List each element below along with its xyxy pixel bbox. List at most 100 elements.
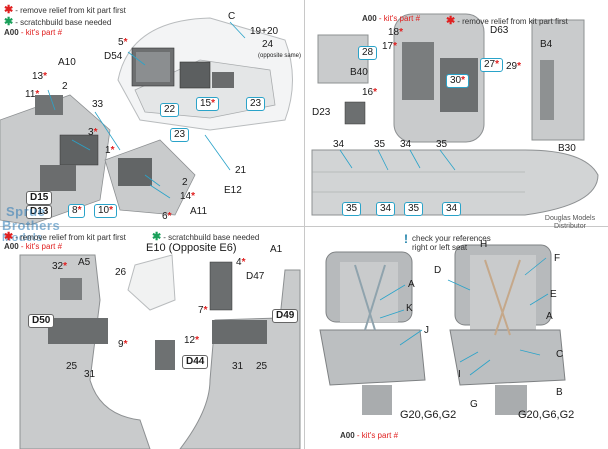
legend-kit-part-br: A00 - kit's part #	[340, 431, 399, 440]
bl-d47-strip	[209, 261, 233, 311]
label-f: F	[554, 253, 561, 264]
tr-rear-bulkhead	[317, 13, 585, 143]
label-g20-right: G20,G6,G2	[518, 409, 575, 421]
box-d50: D50	[28, 314, 55, 328]
green-star-icon: ✱	[4, 16, 14, 28]
label-34a: 34	[333, 139, 345, 150]
seat-note: check your references right or left seat	[412, 234, 491, 252]
box-22: 22	[160, 103, 180, 117]
label-k: K	[406, 303, 413, 314]
bl-left-wall	[19, 254, 151, 449]
label-d: D	[434, 265, 442, 276]
vertical-divider	[304, 0, 305, 449]
br-seat-right	[449, 244, 566, 415]
tr-leader-lines	[339, 149, 456, 171]
label-2b: 2	[182, 177, 188, 188]
label-c-br: C	[556, 349, 564, 360]
label-33: 33	[92, 99, 104, 110]
label-26: 26	[115, 267, 127, 278]
tl-leader-lines	[47, 21, 246, 199]
label-e10: E10 (Opposite E6)	[146, 242, 237, 254]
label-opposite-same: (opposite same)	[258, 53, 302, 59]
label-b: B	[556, 387, 563, 398]
label-a-right: A	[546, 311, 553, 322]
legend-scratchbuild: ✱- scratchbuild base needed	[4, 16, 112, 28]
label-5: 5*	[118, 37, 128, 48]
box-23a: 23	[246, 97, 266, 111]
bl-right-wall	[155, 269, 301, 449]
legend-kit-part-tl: A00 - kit's part #	[4, 28, 63, 37]
label-c-tl: C	[228, 11, 236, 22]
distributor-logo: Douglas Models Distributor	[544, 215, 596, 230]
label-a1: A1	[270, 244, 283, 255]
label-14: 14*	[180, 191, 196, 202]
label-31a: 31	[84, 369, 96, 380]
label-d54: D54	[104, 51, 123, 62]
label-35b: 35	[436, 139, 448, 150]
box-34c: 34	[376, 202, 396, 216]
box-10: 10*	[94, 204, 118, 218]
label-17: 17*	[382, 41, 398, 52]
label-29: 29*	[506, 61, 522, 72]
tl-instrument-panel	[131, 47, 234, 89]
box-d44: D44	[182, 355, 209, 369]
legend-kit-part-bl: A00 - kit's part #	[4, 242, 63, 251]
label-j: J	[424, 325, 429, 336]
label-g20-left: G20,G6,G2	[400, 409, 457, 421]
label-1: 1*	[105, 145, 115, 156]
legend-remove-relief-bl: ✱- remove relief from kit part first	[4, 231, 126, 243]
box-35c: 35	[342, 202, 362, 216]
label-12: 12*	[184, 335, 200, 346]
label-d63: D63	[490, 25, 509, 36]
label-e12: E12	[224, 185, 242, 196]
label-25b: 25	[256, 361, 268, 372]
box-d13: D13	[26, 205, 53, 219]
label-16: 16*	[362, 87, 378, 98]
label-4: 4*	[236, 257, 246, 268]
label-31b: 31	[232, 361, 244, 372]
label-25a: 25	[66, 361, 78, 372]
label-19-20: 19+20	[250, 26, 279, 37]
legend-remove-relief-tr: ✱- remove relief from kit part first	[446, 15, 568, 27]
box-d49: D49	[272, 309, 299, 323]
label-a11: A11	[190, 206, 208, 217]
label-a10: A10	[58, 57, 76, 68]
label-a5: A5	[78, 257, 91, 268]
label-3: 3*	[88, 127, 98, 138]
label-7: 7*	[198, 305, 208, 316]
label-g: G	[470, 399, 478, 410]
tr-floor-b30	[311, 149, 599, 216]
label-h: H	[480, 239, 488, 250]
tr-d23-box	[344, 101, 366, 125]
watermark-models: Models	[2, 232, 43, 244]
label-21: 21	[235, 165, 247, 176]
label-b40: B40	[350, 67, 368, 78]
label-b4: B4	[540, 39, 553, 50]
watermark-brothers: Brothers	[2, 218, 61, 233]
box-30: 30*	[446, 74, 470, 88]
box-15: 15*	[196, 97, 220, 111]
bl-e10-panel	[127, 254, 176, 311]
box-34d: 34	[442, 202, 462, 216]
label-6: 6*	[162, 211, 172, 222]
label-32: 32*	[52, 261, 68, 272]
label-2a: 2	[62, 81, 68, 92]
br-leader-lines	[379, 257, 549, 376]
watermark-sprue: Sprue	[6, 204, 46, 219]
label-d47: D47	[246, 271, 265, 282]
exclamation-icon: !	[404, 232, 408, 246]
legend-remove-relief: ✱- remove relief from kit part first	[4, 4, 126, 16]
label-35a: 35	[374, 139, 386, 150]
br-seat-left	[319, 251, 426, 415]
box-8: 8*	[68, 204, 86, 218]
box-35d: 35	[404, 202, 424, 216]
box-d15: D15	[26, 191, 53, 205]
label-b30: B30	[558, 143, 576, 154]
label-13: 13*	[32, 71, 48, 82]
tl-side-console-right	[104, 139, 196, 216]
box-27: 27*	[480, 58, 504, 72]
label-11: 11*	[25, 89, 40, 100]
legend-scratchbuild-bl: ✱- scratchbuild base needed	[152, 231, 260, 243]
